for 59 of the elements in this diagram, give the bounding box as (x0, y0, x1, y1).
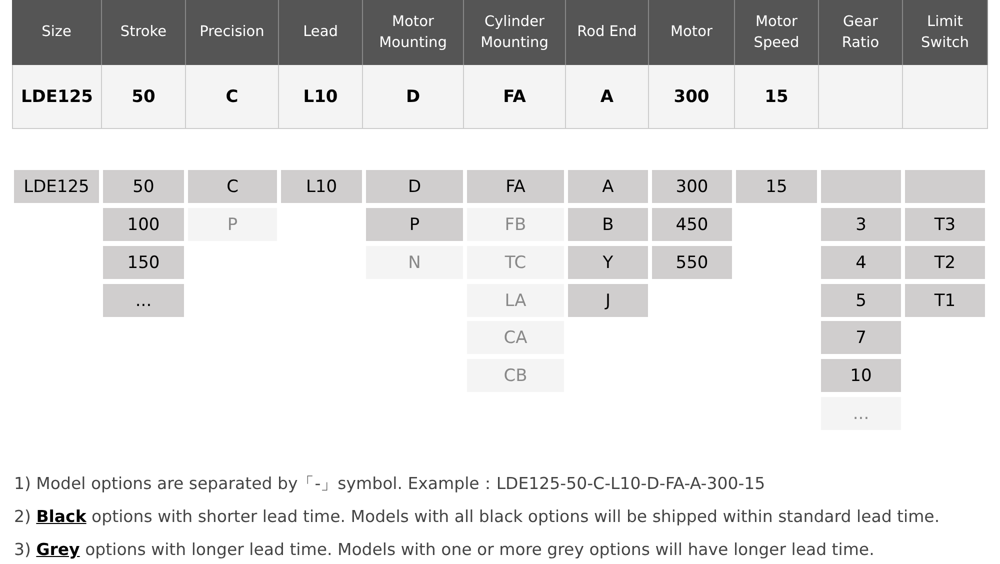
header-cell: Motor Mounting (363, 0, 464, 65)
option-box: T3 (905, 208, 985, 241)
option-box: 4 (821, 246, 901, 279)
header-cell: Limit Switch (903, 0, 988, 65)
header-cell: Motor (649, 0, 735, 65)
note-text: 3) Grey options with longer lead time. Models with one or more grey options will have longer lead time. (14, 540, 874, 559)
header-cell: Cylinder Mounting (464, 0, 566, 65)
option-box: 50 (103, 170, 184, 203)
option-box: J (568, 284, 648, 317)
option-box: 5 (821, 284, 901, 317)
option-box: L10 (281, 170, 362, 203)
option-box: P (188, 208, 277, 241)
option-box (905, 170, 985, 203)
option-box: CA (467, 321, 564, 354)
table-cell: 15 (735, 65, 819, 129)
option-box: 100 (103, 208, 184, 241)
option-box: A (568, 170, 648, 203)
option-box: FB (467, 208, 564, 241)
option-box: B (568, 208, 648, 241)
note-text: 2) Black options with shorter lead time. Models with all black options will be shipped within standard lead time. (14, 507, 940, 526)
table-cell: D (363, 65, 464, 129)
option-box: N (366, 246, 463, 279)
option-box: ... (821, 397, 901, 430)
table-cell: C (186, 65, 279, 129)
table-cell: FA (464, 65, 566, 129)
table-cell: A (566, 65, 649, 129)
option-box: 450 (652, 208, 732, 241)
header-cell: Stroke (102, 0, 186, 65)
option-box: C (188, 170, 277, 203)
option-box: 10 (821, 359, 901, 392)
option-box: FA (467, 170, 564, 203)
header-cell: Precision (186, 0, 279, 65)
option-box: T1 (905, 284, 985, 317)
table-cell: L10 (279, 65, 363, 129)
option-box: Y (568, 246, 648, 279)
option-box: TC (467, 246, 564, 279)
option-box: ... (103, 284, 184, 317)
option-box (821, 170, 901, 203)
option-box: 15 (736, 170, 817, 203)
option-box: LDE125 (14, 170, 99, 203)
table-cell: LDE125 (12, 65, 102, 129)
header-cell: Gear Ratio (819, 0, 903, 65)
option-box: 150 (103, 246, 184, 279)
option-box: 550 (652, 246, 732, 279)
header-cell: Lead (279, 0, 363, 65)
option-box: T2 (905, 246, 985, 279)
option-box: 3 (821, 208, 901, 241)
option-box: P (366, 208, 463, 241)
option-box: CB (467, 359, 564, 392)
table-cell: 300 (649, 65, 735, 129)
note-text: 1) Model options are separated by「-」symbol. Example：LDE125-50-C-L10-D-FA-A-300-15 (14, 473, 766, 495)
header-cell: Size (12, 0, 102, 65)
option-box: 300 (652, 170, 732, 203)
option-box: LA (467, 284, 564, 317)
header-cell: Motor Speed (735, 0, 819, 65)
table-cell: 50 (102, 65, 186, 129)
option-box: D (366, 170, 463, 203)
option-box: 7 (821, 321, 901, 354)
header-cell: Rod End (566, 0, 649, 65)
